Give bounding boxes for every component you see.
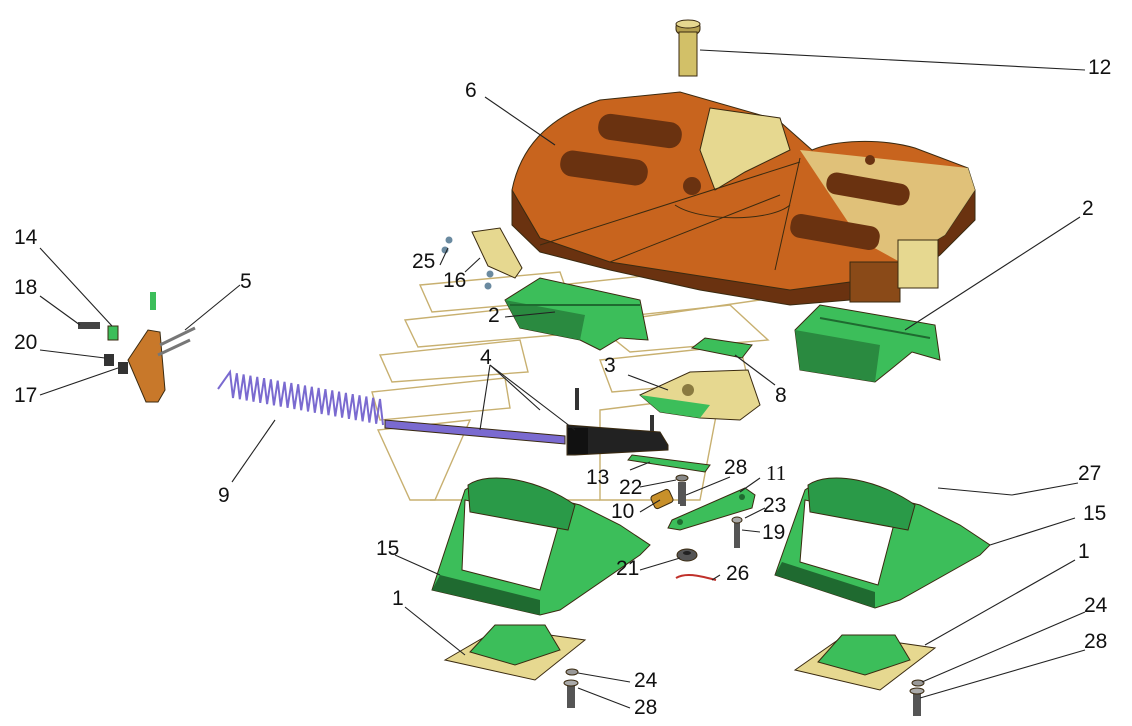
label-12: 12 <box>1088 56 1111 79</box>
callout-labels: 12 6 2 2 5 14 18 20 17 9 25 16 4 3 8 13 … <box>14 56 1111 719</box>
label-14: 14 <box>14 226 38 249</box>
rod-part-4 <box>384 419 566 445</box>
label-5: 5 <box>240 270 252 293</box>
label-19: 19 <box>762 521 785 544</box>
label-2-right: 2 <box>1082 197 1094 220</box>
fifth-wheel-plate-part-6 <box>511 91 976 306</box>
label-9: 9 <box>218 484 230 507</box>
label-3: 3 <box>604 354 616 377</box>
label-15-right: 15 <box>1083 502 1106 525</box>
label-24-left: 24 <box>634 669 658 692</box>
label-28-right: 28 <box>1084 630 1107 653</box>
label-8: 8 <box>775 384 787 407</box>
label-2-left: 2 <box>488 304 500 327</box>
lock-jaw-part-3 <box>639 369 761 421</box>
pin-part-14 <box>107 292 156 341</box>
nut-part-21 <box>676 548 698 562</box>
label-27: 27 <box>1078 462 1101 485</box>
plate-part-13 <box>627 454 711 473</box>
latch-part-8 <box>690 337 753 359</box>
label-6: 6 <box>465 79 477 102</box>
label-18: 18 <box>14 276 37 299</box>
label-26: 26 <box>726 562 749 585</box>
bracket-part-15-right <box>774 477 991 609</box>
label-10: 10 <box>611 500 634 523</box>
label-20: 20 <box>14 331 37 354</box>
label-1-right: 1 <box>1078 540 1090 563</box>
bolt-part-24-28-left <box>563 668 579 708</box>
label-23: 23 <box>763 494 786 517</box>
bracket-part-15-left <box>431 477 651 616</box>
nuts-part-20 <box>104 354 128 374</box>
label-28-left: 28 <box>634 696 657 719</box>
label-15-left: 15 <box>376 537 399 560</box>
bolt-part-19 <box>731 516 743 548</box>
label-21: 21 <box>616 557 639 580</box>
label-22: 22 <box>619 476 642 499</box>
bolt-part-18 <box>78 322 100 329</box>
label-16: 16 <box>443 269 466 292</box>
plunger-part-4 <box>566 388 669 456</box>
bushing-block-part-2-left <box>504 277 649 351</box>
leader-lines <box>39 49 1086 709</box>
label-25: 25 <box>412 250 435 273</box>
label-24-right: 24 <box>1084 594 1108 617</box>
label-28-center: 28 <box>724 456 747 479</box>
wear-pad-part-16 <box>471 227 523 279</box>
pin-part-12 <box>675 19 701 77</box>
handle-part-5 <box>127 326 196 403</box>
cotter-pin-part-26 <box>675 573 717 581</box>
bolt-part-24-28-right <box>909 679 925 716</box>
label-1-left: 1 <box>392 587 404 610</box>
base-plate-part-1-left <box>443 624 587 681</box>
label-11: 11 <box>766 461 786 485</box>
base-plate-part-1-right <box>793 634 937 691</box>
bolt-part-28-center <box>680 486 686 506</box>
label-17: 17 <box>14 384 37 407</box>
spring-part-10 <box>650 488 674 510</box>
bushing-block-part-2-right <box>794 304 941 383</box>
spring-part-9 <box>217 369 384 426</box>
label-4: 4 <box>480 346 492 369</box>
label-13: 13 <box>586 466 609 489</box>
